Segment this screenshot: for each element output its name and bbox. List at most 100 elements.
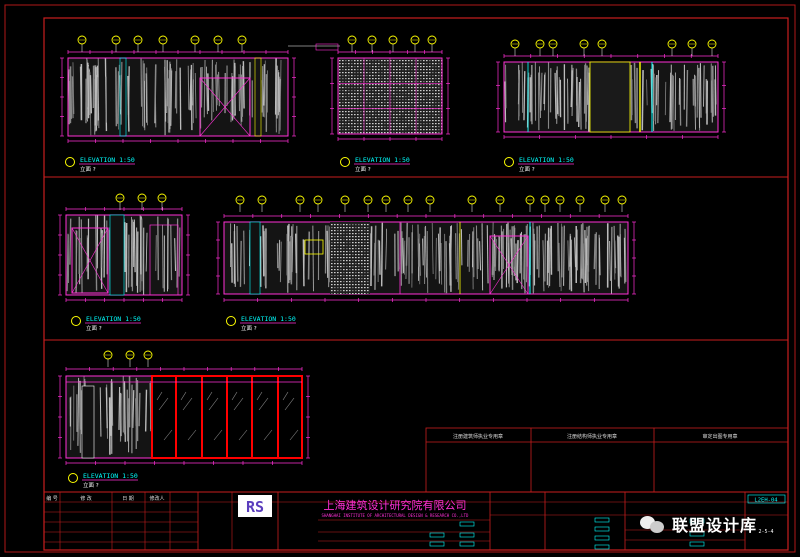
mesh-dot (355, 242, 357, 244)
mesh-dot (378, 75, 380, 77)
wood-grain (295, 233, 298, 274)
mesh-dot (420, 87, 422, 89)
mesh-dot (364, 254, 366, 256)
wood-grain (236, 225, 239, 282)
mesh-dot (396, 126, 398, 128)
mesh-dot (340, 281, 342, 283)
mesh-dot (345, 78, 347, 80)
mesh-dot (429, 96, 431, 98)
mesh-dot (361, 278, 363, 280)
company-name-cn: 上海建筑设计研究院有限公司 (324, 498, 467, 512)
mesh-dot (340, 239, 342, 241)
mesh-dot (435, 75, 437, 77)
mesh-dot (340, 254, 342, 256)
mesh-dot (357, 114, 359, 116)
mesh-dot (337, 290, 339, 292)
mesh-dot (393, 99, 395, 101)
mesh-dot (426, 117, 428, 119)
wood-grain (190, 64, 193, 131)
mesh-dot (423, 87, 425, 89)
mesh-dot (423, 72, 425, 74)
mesh-dot (393, 63, 395, 65)
mesh-dot (432, 126, 434, 128)
elevation-caption-2: ELEVATION 1:50 立面 ? (340, 156, 410, 173)
wood-panel (68, 58, 288, 136)
elev-outline (223, 221, 629, 295)
mesh-dot (375, 120, 377, 122)
wood-grain (571, 67, 574, 116)
mesh-dot (358, 269, 360, 271)
wood-grain (95, 215, 98, 291)
mesh-dot (352, 293, 354, 295)
mesh-dot (429, 126, 431, 128)
mesh-dot (331, 239, 333, 241)
mesh-dot (438, 129, 440, 131)
mesh-dot (358, 275, 360, 277)
mesh-dot (402, 114, 404, 116)
mesh-dot (360, 90, 362, 92)
mesh-dot (355, 293, 357, 295)
mesh-dot (414, 129, 416, 131)
mesh-dot (355, 260, 357, 262)
mesh-dot (346, 290, 348, 292)
mesh-dot (334, 272, 336, 274)
mesh-dot (334, 227, 336, 229)
mesh-dot (340, 251, 342, 253)
mesh-dot (408, 132, 410, 134)
mesh-dot (387, 102, 389, 104)
wood-grain (138, 392, 141, 427)
mesh-dot (364, 230, 366, 232)
mesh-dot (354, 84, 356, 86)
mesh-dot (337, 245, 339, 247)
mesh-dot (361, 284, 363, 286)
mesh-dot (414, 126, 416, 128)
svg-text:修 改: 修 改 (80, 495, 92, 502)
mesh-dot (375, 117, 377, 119)
glass-hatch (263, 429, 273, 441)
mesh-dot (345, 111, 347, 113)
mesh-dot (345, 90, 347, 92)
mesh-dot (340, 263, 342, 265)
mesh-dot (351, 78, 353, 80)
mesh-dot (429, 69, 431, 71)
elevation-caption-3: ELEVATION 1:50 立面 ? (504, 156, 574, 173)
wood-grain (132, 390, 135, 428)
mesh-dot (402, 126, 404, 128)
mesh-dot (381, 60, 383, 62)
mesh-dot (340, 266, 342, 268)
mesh-dot (351, 63, 353, 65)
mesh-dot (339, 81, 341, 83)
mesh-dot (408, 69, 410, 71)
mesh-dot (381, 72, 383, 74)
mesh-dot (349, 257, 351, 259)
mesh-dot (423, 69, 425, 71)
wood-grain (491, 222, 494, 278)
mesh-dot (420, 69, 422, 71)
wood-grain (486, 225, 489, 284)
mesh-dot (408, 114, 410, 116)
field-box (689, 518, 705, 524)
mesh-dot (435, 93, 437, 95)
mesh-dot (420, 81, 422, 83)
mesh-dot (340, 245, 342, 247)
mesh-dot (381, 90, 383, 92)
door-swing (224, 106, 251, 137)
mesh-dot (366, 117, 368, 119)
mesh-dot (438, 72, 440, 74)
mesh-dot (361, 269, 363, 271)
mesh-dot (420, 129, 422, 131)
mesh-dot (420, 84, 422, 86)
mesh-dot (393, 96, 395, 98)
mesh-dot (367, 293, 369, 295)
mesh-dot (360, 114, 362, 116)
wood-grain (508, 229, 511, 288)
mesh-dot (346, 281, 348, 283)
mesh-dot (387, 69, 389, 71)
mesh-dot (331, 260, 333, 262)
door-swing (224, 77, 251, 108)
mesh-dot (364, 293, 366, 295)
svg-text:ELEVATION 1:50: ELEVATION 1:50 (83, 472, 138, 480)
mesh-dot (343, 275, 345, 277)
mesh-dot (364, 251, 366, 253)
mesh-dot (381, 78, 383, 80)
